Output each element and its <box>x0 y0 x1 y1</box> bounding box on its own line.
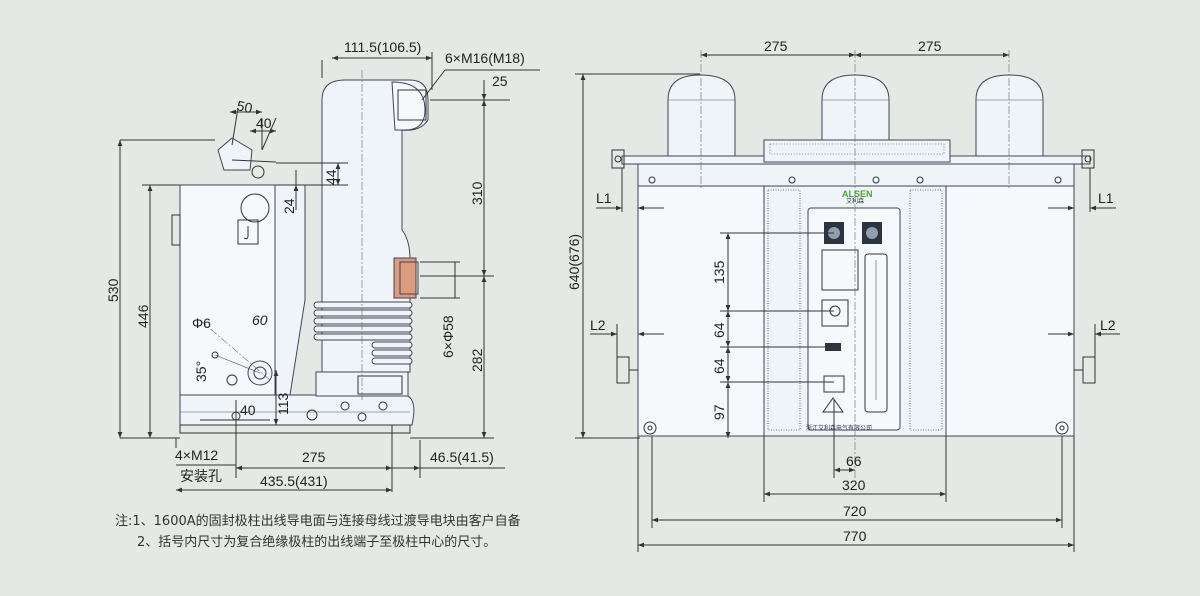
dim-46-5: 46.5(41.5) <box>430 449 494 465</box>
dim-310: 310 <box>469 181 485 205</box>
dim-l2-left: L2 <box>590 317 606 333</box>
dim-770: 770 <box>843 528 867 544</box>
spring-indicator <box>821 249 859 291</box>
dim-phi6: Φ6 <box>192 315 211 331</box>
notes: 注:1、1600A的固封极柱出线导电面与连接母线过渡导电块由客户自备 2、括号内… <box>115 513 521 550</box>
note-1: 注:1、1600A的固封极柱出线导电面与连接母线过渡导电块由客户自备 <box>115 513 521 529</box>
side-lever <box>217 137 253 171</box>
dim-97: 97 <box>711 404 727 420</box>
dim-530: 530 <box>105 278 121 302</box>
vents-left <box>767 189 801 431</box>
grill-top <box>763 139 951 163</box>
dim-40-bottom: 40 <box>240 402 256 418</box>
dim-275-side: 275 <box>302 449 326 465</box>
upper-frame <box>637 163 1075 189</box>
manual-operate <box>823 375 845 393</box>
grill-teeth <box>769 143 945 155</box>
front-view: ALSEN 艾利森 浙江艾利森电气有限公司 <box>566 38 1120 552</box>
dim-40-top: 40 <box>256 115 272 131</box>
dim-44: 44 <box>323 169 339 185</box>
dim-435-5: 435.5(431) <box>260 473 328 489</box>
warning-icon <box>822 397 844 413</box>
dim-720: 720 <box>843 503 867 519</box>
dim-l1-left: L1 <box>596 190 612 206</box>
dim-275-left: 275 <box>764 38 788 54</box>
side-head-terminal <box>391 81 426 131</box>
dim-24: 24 <box>281 198 297 214</box>
dim-35deg: 35° <box>193 361 209 382</box>
dim-bolt-spec: 6×M16(M18) <box>445 50 525 66</box>
side-lower-terminal <box>393 257 417 299</box>
dim-66: 66 <box>846 453 862 469</box>
dim-l1-right: L1 <box>1098 190 1114 206</box>
dim-top-width: 111.5(106.5) <box>344 39 421 55</box>
dim-l2-right: L2 <box>1100 317 1116 333</box>
dim-275-right: 275 <box>918 38 942 54</box>
note-2: 2、括号内尺寸为复合绝缘极柱的出线端子至极柱中心的尺寸。 <box>137 534 496 550</box>
maker-name: 浙江艾利森电气有限公司 <box>806 424 872 432</box>
side-shaft-hole <box>240 193 270 223</box>
dim-113: 113 <box>275 392 291 415</box>
dim-60: 60 <box>252 312 268 328</box>
dim-64b: 64 <box>711 358 727 374</box>
dim-6xphi58: 6×Φ58 <box>440 315 456 358</box>
dim-mount-bolt: 4×M12 <box>175 447 218 463</box>
side-pole-column <box>321 79 429 373</box>
dim-mount-hole: 安装孔 <box>180 468 222 484</box>
dim-top-offset: 25 <box>492 73 508 89</box>
dim-446: 446 <box>135 304 151 328</box>
dim-50: 50 <box>235 97 254 116</box>
dim-640: 640(676) <box>566 234 582 290</box>
vents-right <box>909 189 943 431</box>
dim-135: 135 <box>711 260 727 284</box>
brand-logo: ALSEN <box>842 189 873 199</box>
side-bellows <box>313 301 413 365</box>
dim-64a: 64 <box>711 322 727 338</box>
dim-282: 282 <box>469 348 485 372</box>
counter-slot <box>864 253 888 413</box>
charge-port <box>821 299 849 327</box>
control-panel <box>807 207 901 431</box>
dim-320: 320 <box>842 477 866 493</box>
side-slope-panel <box>274 184 306 396</box>
side-view: 111.5(106.5) 6×M16(M18) 25 310 282 6×Φ58… <box>105 39 540 493</box>
